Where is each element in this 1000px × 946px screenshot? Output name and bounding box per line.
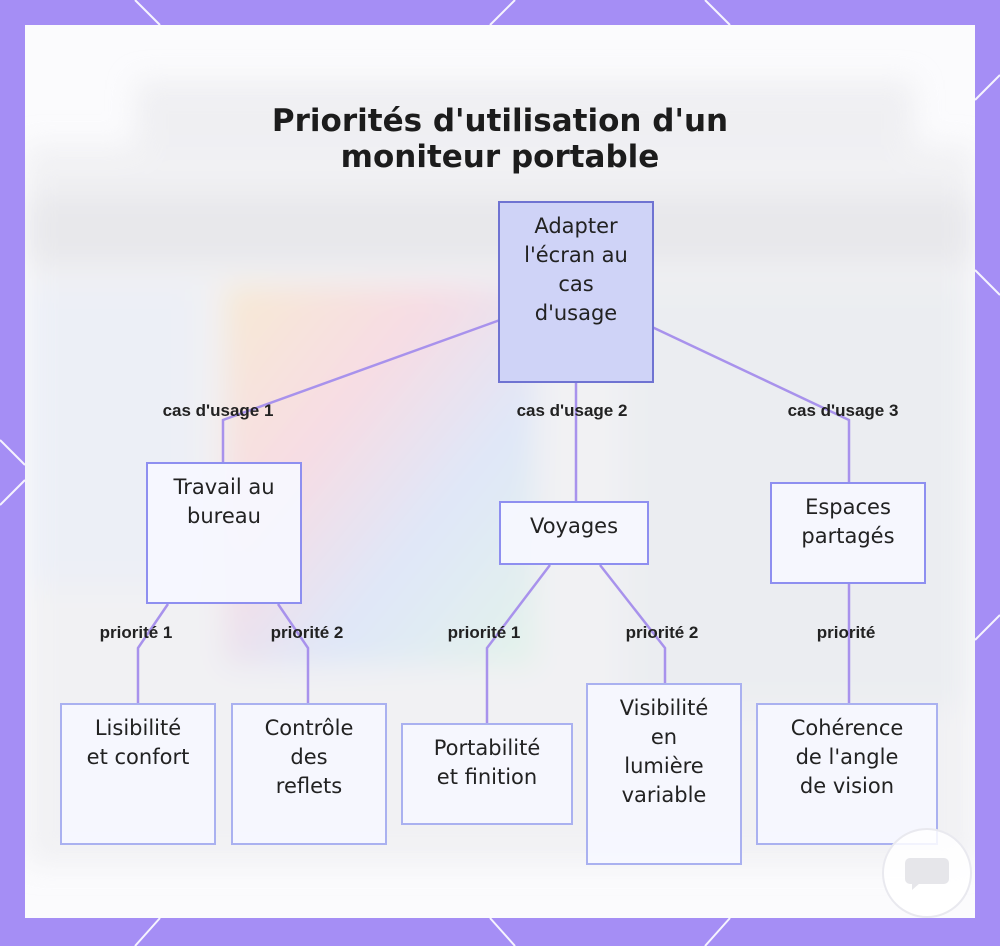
edge-label-voyages-priority-2: priorité 2: [625, 623, 699, 642]
edge-label-espaces-priority: priorité: [816, 623, 876, 642]
node-controle-reflets: Contrôle des reflets: [231, 703, 387, 845]
edge-label-bureau-priority-1: priorité 1: [99, 623, 173, 642]
diagram-card: Priorités d'utilisation d'un moniteur po…: [25, 25, 975, 918]
chat-bubble-glyph: [905, 858, 949, 890]
edge-voyages-visibilite: [599, 564, 667, 683]
node-lisibilite-confort: Lisibilité et confort: [60, 703, 216, 845]
node-coherence-angle: Cohérence de l'angle de vision: [756, 703, 938, 845]
connector-lines: [136, 318, 851, 723]
edge-bureau-lisibilite: [136, 603, 170, 703]
edge-root-bureau: [221, 318, 501, 462]
node-travail-bureau: Travail au bureau: [146, 462, 302, 604]
node-visibilite-lumiere: Visibilité en lumière variable: [586, 683, 742, 865]
diagram-title: Priorités d'utilisation d'un moniteur po…: [271, 103, 729, 175]
edge-voyages-portabilite: [485, 564, 551, 723]
node-espaces-partages: Espaces partagés: [770, 482, 926, 584]
edge-root-espaces: [651, 325, 851, 482]
node-voyages: Voyages: [499, 501, 649, 565]
edge-label-bureau-priority-2: priorité 2: [270, 623, 344, 642]
node-portabilite-finition: Portabilité et finition: [401, 723, 573, 825]
node-root: Adapter l'écran au cas d'usage: [498, 201, 654, 383]
edge-label-voyages-priority-1: priorité 1: [447, 623, 521, 642]
edge-bureau-controle: [276, 603, 310, 703]
edge-label-use-3: cas d'usage 3: [787, 401, 899, 420]
edge-label-use-1: cas d'usage 1: [162, 401, 274, 420]
edge-label-use-2: cas d'usage 2: [516, 401, 628, 420]
chat-bubble-icon[interactable]: [882, 828, 972, 918]
